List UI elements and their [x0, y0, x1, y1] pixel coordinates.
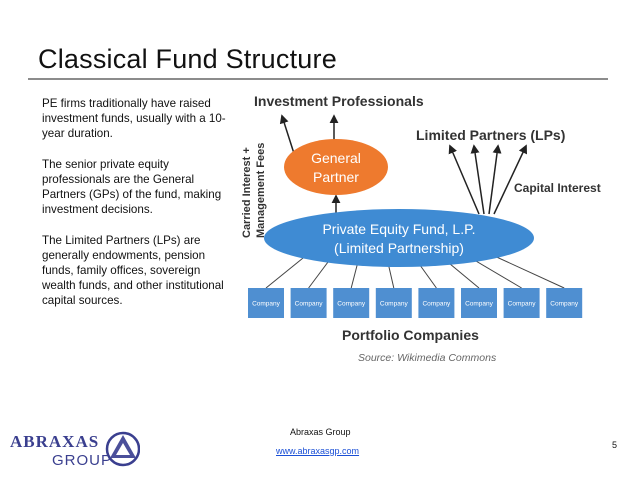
arrow-lp-3	[488, 144, 502, 215]
investment-professionals-label: Investment Professionals	[254, 93, 424, 109]
company-box-label: Company	[465, 301, 494, 308]
company-box	[248, 288, 284, 318]
company-box-label: Company	[508, 301, 537, 308]
company-box-label: Company	[380, 301, 409, 308]
private-equity-fund-node	[264, 209, 534, 267]
company-box-label: Company	[550, 301, 579, 308]
logo-triangle-inner-icon	[116, 443, 130, 455]
body-text: PE firms traditionally have raised inves…	[42, 96, 232, 324]
company-box-label: Company	[295, 301, 324, 308]
company-box	[333, 288, 370, 318]
portfolio-companies-label: Portfolio Companies	[342, 327, 479, 343]
fund-to-company-line	[265, 253, 309, 289]
carried-interest-line1: Carried Interest +	[241, 147, 253, 238]
arrow-lp-2	[470, 144, 485, 215]
general-partner-line1: General	[311, 150, 361, 166]
arrow-lp-4	[493, 144, 528, 215]
limited-partners-label: Limited Partners (LPs)	[416, 127, 565, 143]
logo-line2: GROUP	[52, 452, 112, 469]
carried-interest-label: Carried Interest + Management Fees	[241, 143, 267, 238]
footer-website-link[interactable]: www.abraxasgp.com	[276, 446, 360, 456]
source-credit: Source: Wikimedia Commons	[358, 352, 497, 364]
fund-to-company-line	[489, 253, 565, 289]
portfolio-company-boxes: Company Company Company Company Company Compa…	[248, 288, 583, 318]
paragraph-limited-partners: The Limited Partners (LPs) are generally…	[42, 234, 224, 307]
company-box	[546, 288, 583, 318]
company-box-label: Company	[252, 301, 281, 308]
capital-interest-label: Capital Interest	[514, 181, 601, 195]
paragraph-general-partners: The senior private equity professionals …	[42, 158, 222, 216]
company-box-label: Company	[422, 301, 451, 308]
arrow-lp-1	[448, 144, 480, 215]
general-partner-line2: Partner	[313, 169, 359, 185]
logo-line1: ABRAXAS	[10, 432, 99, 451]
paragraph-duration: PE firms traditionally have raised inves…	[42, 97, 226, 140]
abraxas-logo: ABRAXAS GROUP	[10, 431, 140, 469]
page-number: 5	[612, 440, 618, 450]
fund-line2: (Limited Partnership)	[334, 240, 464, 256]
fund-structure-diagram: Investment Professionals Carried Interes…	[241, 93, 601, 343]
company-box	[418, 288, 455, 318]
title-divider	[28, 78, 608, 80]
company-box	[375, 288, 412, 318]
carried-interest-line2: Management Fees	[255, 143, 267, 238]
company-box-label: Company	[337, 301, 366, 308]
company-box	[503, 288, 540, 318]
company-box	[461, 288, 497, 318]
fund-line1: Private Equity Fund, L.P.	[322, 221, 475, 237]
company-box	[290, 288, 327, 318]
footer-company-name: Abraxas Group	[290, 427, 351, 437]
general-partner-node	[284, 139, 388, 195]
slide-title: Classical Fund Structure	[38, 44, 337, 74]
